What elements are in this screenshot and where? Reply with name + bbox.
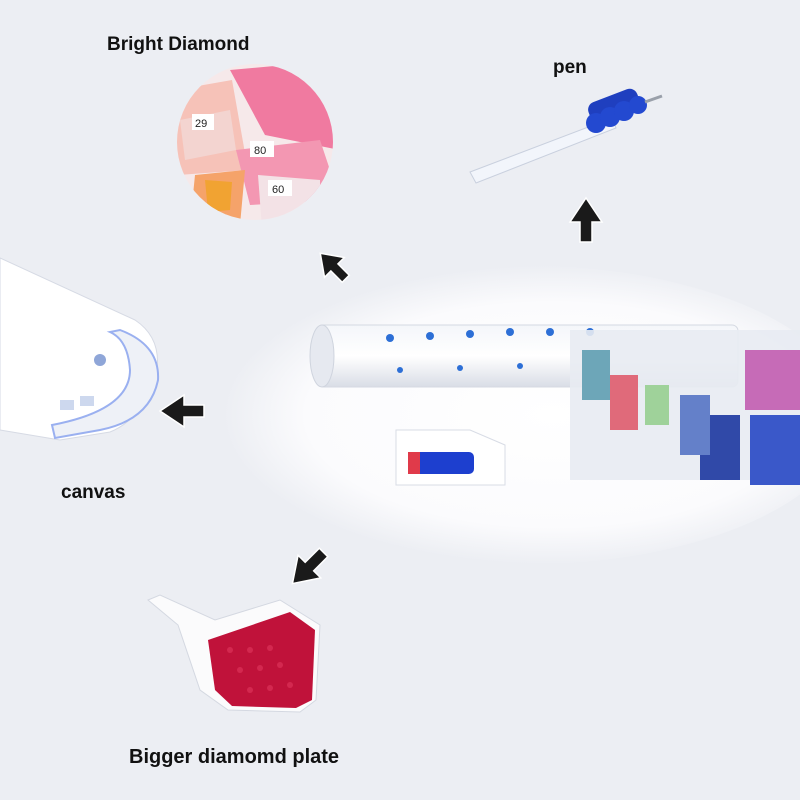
canvas-label: canvas [61,482,126,503]
drill-bags-image [570,330,800,485]
svg-text:80: 80 [254,145,266,157]
bag-label-60 [268,180,292,196]
svg-text:29: 29 [195,118,207,130]
svg-text:60: 60 [272,184,284,196]
pen-image [469,88,663,184]
bigger-plate-image [147,594,321,713]
bright-diamond-photo: 29 80 60 [177,64,333,220]
pen-label: pen [553,57,587,78]
arrow-to-bright-diamond-icon [319,252,351,284]
bright-diamond-label: Bright Diamond [107,34,250,55]
canvas-roll-image [0,257,160,441]
arrow-to-plate-icon [291,547,329,585]
bag-label-29 [192,114,214,130]
small-plate-image [395,429,506,486]
bag-label-80 [250,141,274,157]
bigger-plate-label: Bigger diamomd plate [129,746,340,768]
arrow-to-pen-icon [568,196,604,243]
arrow-to-canvas-icon [158,393,205,429]
